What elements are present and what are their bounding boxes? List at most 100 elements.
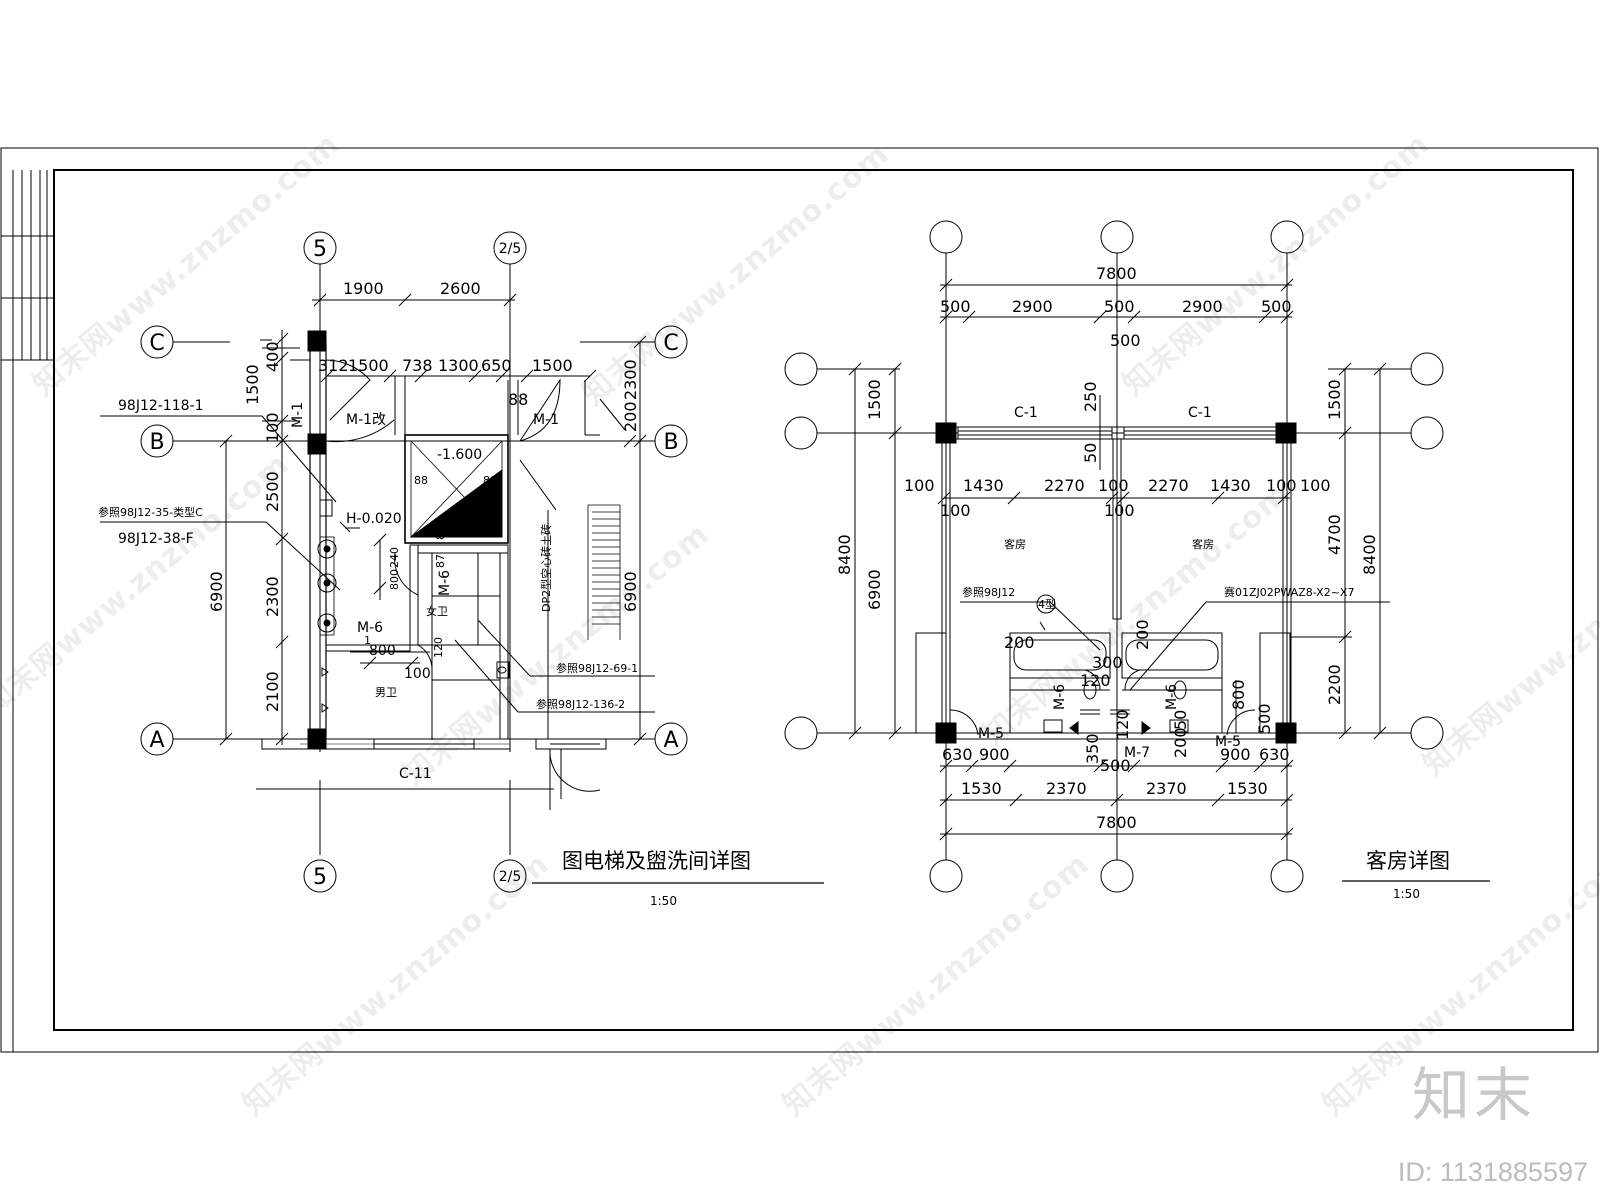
dim-text: 200 [1171,727,1190,758]
left-plan [100,262,655,855]
dim-text: 2500 [263,471,282,512]
right-annotations: C-1 C-1 客房 客房 参照98J12 4型 赛01ZJ02PWAZ8-X2… [962,405,1354,775]
dim-text: 250 [1081,381,1100,412]
level-mark: -1.600 [437,447,482,463]
dim-text: 120 [1113,709,1132,740]
dim-text: 1500 [1325,379,1344,420]
dim-text: 2270 [1044,476,1085,495]
dim-text: 2200 [1325,664,1344,705]
dim-text: 7800 [1096,813,1137,832]
door-label: M-6 [357,620,383,636]
dim-text: 50 [1081,443,1100,463]
dim-text: 300 [1092,653,1123,672]
axis-label: A [149,728,164,753]
room-label: 女卫 [426,604,448,618]
ref-note: 赛01ZJ02PWAZ8-X2~X7 [1224,585,1354,599]
dim-text: 350 [1083,733,1102,764]
dim-text: 2300 [621,359,640,400]
dim-text: 240 [388,547,401,568]
axis-label: B [149,430,164,455]
dim-text: 100 [263,412,282,443]
left-annotations: 98J12-118-1 参照98J12-35-类型C 98J12-38-F 参照… [98,398,638,782]
left-dimension-text: 1900 2600 312 1500 738 1300 650 1500 400… [207,279,640,712]
axis-label: C [149,331,164,356]
axis-label: 2/5 [499,869,522,885]
window-label: C-11 [399,766,432,782]
dim-text: 900 [1220,745,1251,764]
brand-id: ID: 1131885597 [1397,1157,1588,1187]
dim-text: 1 [364,634,371,647]
window-label: C-1 [1188,405,1212,421]
dim-text: 4700 [1325,514,1344,555]
dim-text: 100 [1266,476,1297,495]
level-mark: H-0.020 [346,511,402,527]
dim-text: 88 [434,526,447,540]
dim-text: 2270 [1148,476,1189,495]
dim-text: 2900 [1012,297,1053,316]
dim-text: 738 [402,356,433,375]
dim-text: 87 [434,554,447,568]
ref-note: 参照98J12 [962,585,1015,599]
dim-text: 650 [481,356,512,375]
dim-text: 1430 [1210,476,1251,495]
dim-text: 630 [1259,745,1290,764]
dim-text: 2370 [1146,779,1187,798]
axis-label: C [663,331,678,356]
left-title-block: 图电梯及盥洗间详图 1:50 [532,849,824,908]
right-axis-bubbles [784,220,1444,893]
right-dimension-text: 7800 500 2900 500 2900 500 500 1500 6900… [835,264,1379,832]
dim-text: 2100 [263,671,282,712]
room-label: 客房 [1004,537,1026,551]
dim-text: 1300 [438,356,479,375]
axis-label: 2/5 [499,241,522,257]
ref-note: 98J12-38-F [118,531,194,547]
dim-text: 1500 [532,356,573,375]
dim-text: 88 [414,474,428,487]
dim-text: 8400 [835,534,854,575]
dim-text: 6900 [865,569,884,610]
dim-text: 120 [1080,671,1111,690]
drawing-scale: 1:50 [650,894,677,908]
door-label: M-1改 [346,412,386,428]
dim-text: 100 [404,666,431,682]
door-label: M-5 [978,726,1004,742]
drawing-title: 客房详图 [1366,849,1450,873]
dim-text: 2900 [1182,297,1223,316]
dim-text: 1430 [963,476,1004,495]
door-label: M-7 [1124,745,1150,761]
dim-text: 88 [483,474,497,487]
drawing-title: 图电梯及盥洗间详图 [562,849,751,873]
axis-label: 5 [313,865,327,890]
sheet-frame [0,147,1599,1053]
dim-text: 630 [942,745,973,764]
dim-text: 400 [263,341,282,372]
dim-text: 2370 [1046,779,1087,798]
dim-text: 6900 [207,571,226,612]
dim-text: 800 [369,643,396,659]
door-label: M-6 [1164,684,1180,710]
door-label: M-5 [1215,734,1241,750]
door-label: M-6 [1052,684,1068,710]
stair-note: DP2型空心砖土砖 [539,524,553,612]
ref-note: 参照98J12-35-类型C [98,505,203,519]
dim-text: 500 [1255,703,1274,734]
dim-text: 88 [508,390,528,409]
dim-text: 100 [940,501,971,520]
dim-text: 100 [904,476,935,495]
right-plan [816,252,1412,860]
dim-text: 200 [1004,633,1035,652]
dim-text: 120 [432,637,445,658]
dim-text: 1900 [343,279,384,298]
ref-note: 98J12-118-1 [118,398,204,414]
dim-text: 100 [1300,476,1331,495]
dim-text: 1500 [243,364,262,405]
dim-text: 500 [1110,331,1141,350]
dim-text: 800 [1229,679,1248,710]
axis-label: A [663,728,678,753]
dim-text: 100 [1098,476,1129,495]
door-label: M-1 [290,402,306,428]
dim-text: 200 [621,401,640,432]
dim-text: 800 [388,569,401,590]
room-label: 客房 [1192,537,1214,551]
left-axis-bubbles [140,231,688,893]
